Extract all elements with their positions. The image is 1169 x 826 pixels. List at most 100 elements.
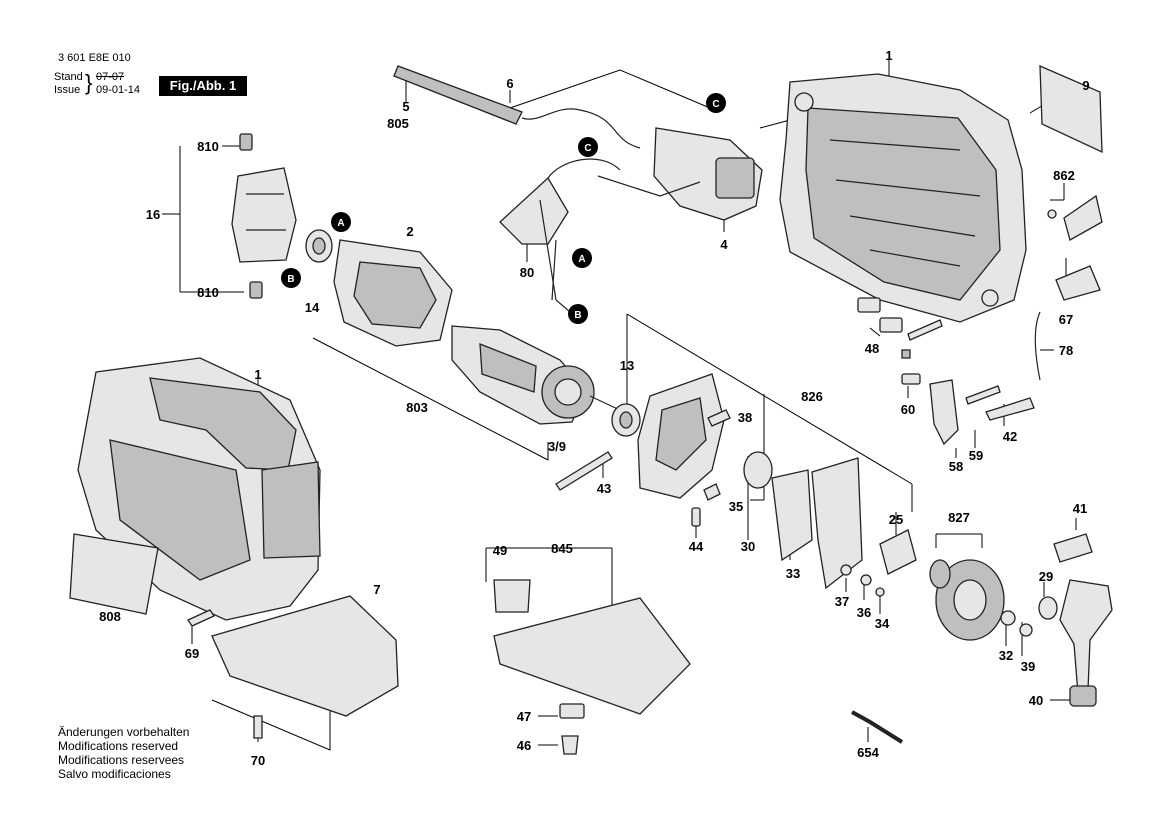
part-number-labels: 1 1 2 3/9 4 5 805 6 7 9 13 14 16 810 810… [99,48,1089,768]
label-810-top: 810 [197,139,219,154]
note-de: Änderungen vorbehalten [58,725,190,739]
label-32: 32 [999,648,1013,663]
clip-60 [901,373,921,385]
label-4: 4 [720,237,728,252]
label-805: 805 [387,116,409,131]
label-810-bottom: 810 [197,285,219,300]
bearing-29 [1038,596,1058,620]
label-59: 59 [969,448,983,463]
label-1-left: 1 [254,367,261,382]
screw-46 [561,735,579,755]
label-78: 78 [1059,343,1073,358]
label-29: 29 [1039,569,1053,584]
label-38: 38 [738,410,752,425]
power-cable [393,65,641,149]
bearing-14 [305,229,333,263]
holder-49 [493,579,531,613]
screw-862 [1047,209,1057,219]
stand-label: Stand [54,71,83,83]
switch-module [597,127,763,221]
roller-holder-41 [1053,533,1093,563]
washer-30 [743,451,773,489]
ref-c-text-1: C [584,143,591,154]
label-80: 80 [520,265,534,280]
label-49: 49 [493,543,507,558]
pad-48b [879,317,903,333]
ref-a-marker-2 [572,248,592,268]
label-826: 826 [801,389,823,404]
pin-38 [707,409,731,427]
label-67: 67 [1059,312,1073,327]
label-25: 25 [889,512,903,527]
label-3-9: 3/9 [548,439,566,454]
spring-78 [1034,311,1041,381]
lever-58 [929,379,959,446]
seal-33 [771,469,813,562]
label-808: 808 [99,609,121,624]
field-coil [333,239,453,347]
note-es: Salvo modificaciones [58,767,171,781]
label-plate [1039,64,1103,154]
pin-35 [703,483,721,501]
pad-47 [559,703,585,719]
label-803: 803 [406,400,428,415]
label-36: 36 [857,605,871,620]
doc-number: 3 601 E8E 010 [58,52,131,64]
screw-69 [187,609,215,627]
label-9: 9 [1082,78,1089,93]
ref-c-marker-2 [706,93,726,113]
hex-key-654 [851,710,904,744]
spring-42 [985,397,1035,421]
pin-48 [907,319,943,341]
label-48: 48 [865,341,879,356]
label-35: 35 [729,499,743,514]
label-808 [69,533,159,615]
label-43: 43 [597,481,611,496]
label-70: 70 [251,753,265,768]
washer-32 [1000,610,1016,626]
label-33: 33 [786,566,800,581]
label-41: 41 [1073,501,1087,516]
stand-value: 07-07 [96,71,125,83]
ring-34 [875,587,885,597]
label-42: 42 [1003,429,1017,444]
note-fr: Modifications reservees [58,753,185,767]
speed-knob-862 [1063,194,1103,241]
pin-43 [555,451,613,491]
issue-value: 09-01-14 [96,84,141,96]
label-827: 827 [948,510,970,525]
label-14: 14 [305,300,320,315]
guide-plate [811,457,863,590]
washer-37 [840,564,852,576]
label-30: 30 [741,539,755,554]
ref-c-marker-1 [578,137,598,157]
ref-a-text-2: A [578,254,585,265]
label-60: 60 [901,402,915,417]
label-16: 16 [146,207,160,222]
pin-59 [965,385,1001,405]
label-1-top: 1 [885,48,892,63]
disclaimer-notes: Änderungen vorbehalten Modifications res… [58,725,189,781]
stopper-48 [901,349,911,359]
label-46: 46 [517,738,531,753]
label-6: 6 [506,76,513,91]
ref-b-text-1: B [287,274,294,285]
ref-a-text-1: A [337,218,344,229]
label-39: 39 [1021,659,1035,674]
label-654: 654 [857,745,879,760]
figure-label: Fig./Abb. 1 [159,76,247,96]
label-845: 845 [551,541,573,556]
housing-shell-right [779,73,1027,323]
screw-70 [253,715,263,739]
label-47: 47 [517,709,531,724]
label-5: 5 [402,99,409,114]
stroke-rod [1059,579,1113,707]
label-37: 37 [835,594,849,609]
gear-housing [637,373,725,499]
washer-36 [860,574,872,586]
lever-67 [1055,265,1101,301]
ring-39 [1019,623,1033,637]
ref-c-text-2: C [712,99,719,110]
ref-b-marker-2 [568,304,588,324]
